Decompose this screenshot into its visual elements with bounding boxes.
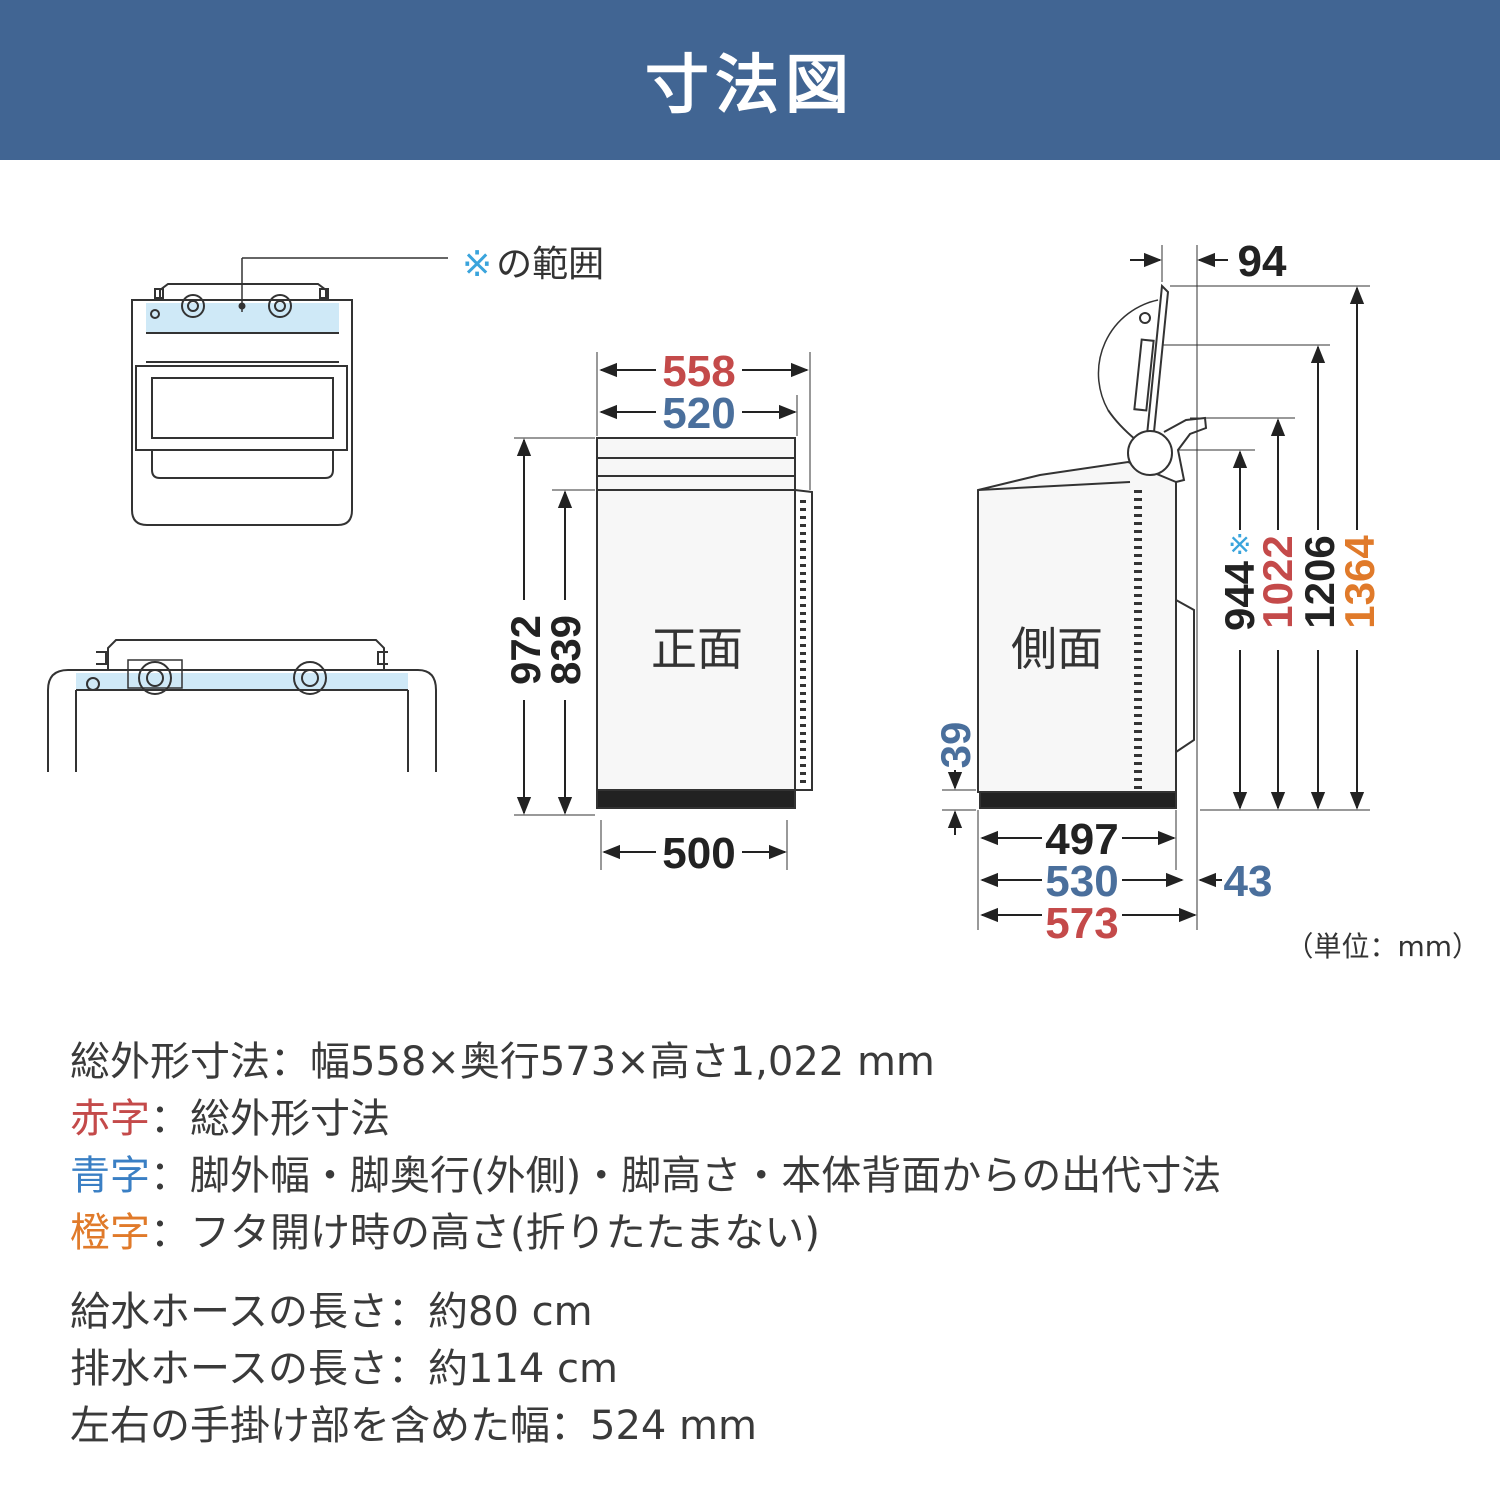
- side-foot-39: 39: [932, 722, 979, 835]
- dim-1022: 1022: [1254, 535, 1301, 628]
- dim-558: 558: [662, 347, 735, 396]
- side-height-944: ※ 944: [1216, 450, 1263, 810]
- note-red: 赤字：総外形寸法: [70, 1091, 1221, 1148]
- dim-972: 972: [502, 615, 549, 685]
- front-label: 正面: [651, 622, 743, 676]
- dim-530: 530: [1045, 857, 1118, 906]
- note-drain-hose: 排水ホースの長さ：約114 cm: [70, 1346, 619, 1392]
- dim-497: 497: [1045, 815, 1118, 864]
- title-banner: 寸法図: [0, 0, 1500, 160]
- dimension-diagram: ※の範囲 正面 5: [47, 237, 1480, 963]
- top-view-drawing: [131, 257, 448, 526]
- front-width-558: 558: [599, 347, 809, 396]
- page-title: 寸法図: [645, 49, 855, 123]
- side-height-1364: 1364: [1336, 286, 1383, 810]
- dim-1364: 1364: [1336, 535, 1383, 629]
- note-blue-text: ：脚外幅・脚奥行(外側)・脚高さ・本体背面からの出代寸法: [150, 1153, 1222, 1199]
- note-red-label: 赤字: [70, 1096, 150, 1142]
- side-depth-497: 497: [980, 815, 1176, 864]
- note-blue-label: 青字: [70, 1153, 150, 1199]
- front-height-972: 972: [502, 438, 549, 815]
- dim-500: 500: [662, 829, 735, 878]
- side-height-1206: 1206: [1296, 345, 1343, 810]
- side-height-1022: 1022: [1254, 418, 1301, 810]
- side-label: 側面: [1011, 622, 1103, 676]
- side-depth-573: 573: [980, 899, 1197, 948]
- dim-944: 944: [1216, 560, 1263, 631]
- note-orange: 橙字：フタ開け時の高さ(折りたたまない): [70, 1205, 1221, 1262]
- range-note-label: ※の範囲: [462, 244, 604, 285]
- front-width-500: 500: [602, 829, 787, 878]
- front-width-520: 520: [599, 389, 797, 438]
- unit-label: （単位：mm）: [1285, 930, 1480, 963]
- side-offset-94: 94: [1130, 237, 1287, 286]
- side-view-drawing: [942, 245, 1370, 930]
- note-supply-hose: 給水ホースの長さ：約80 cm: [70, 1289, 593, 1335]
- dim-573: 573: [1045, 899, 1118, 948]
- back-view-drawing: [47, 639, 437, 772]
- front-view-drawing: [514, 352, 813, 870]
- dim-1206: 1206: [1296, 535, 1343, 628]
- notes-spacer: [70, 1262, 1221, 1284]
- dim-94: 94: [1238, 237, 1287, 286]
- note-handle-width: 左右の手掛け部を含めた幅：524 mm: [70, 1403, 757, 1449]
- note-overall: 総外形寸法：幅558×奥行573×高さ1,022 mm: [70, 1039, 935, 1085]
- dim-43: 43: [1224, 857, 1273, 906]
- note-red-text: ：総外形寸法: [150, 1096, 390, 1142]
- dim-39: 39: [932, 722, 979, 769]
- side-depth-530: 530: [980, 857, 1184, 906]
- dim-944-mark: ※: [1228, 528, 1251, 561]
- note-orange-text: ：フタ開け時の高さ(折りたたまない): [150, 1210, 821, 1256]
- note-blue: 青字：脚外幅・脚奥行(外側)・脚高さ・本体背面からの出代寸法: [70, 1148, 1221, 1205]
- spec-notes: 総外形寸法：幅558×奥行573×高さ1,022 mm 赤字：総外形寸法 青字：…: [70, 1034, 1221, 1455]
- dim-839: 839: [542, 615, 589, 685]
- note-orange-label: 橙字: [70, 1210, 150, 1256]
- side-back-43: 43: [1198, 857, 1273, 906]
- dim-520: 520: [662, 389, 735, 438]
- front-height-839: 839: [542, 490, 589, 815]
